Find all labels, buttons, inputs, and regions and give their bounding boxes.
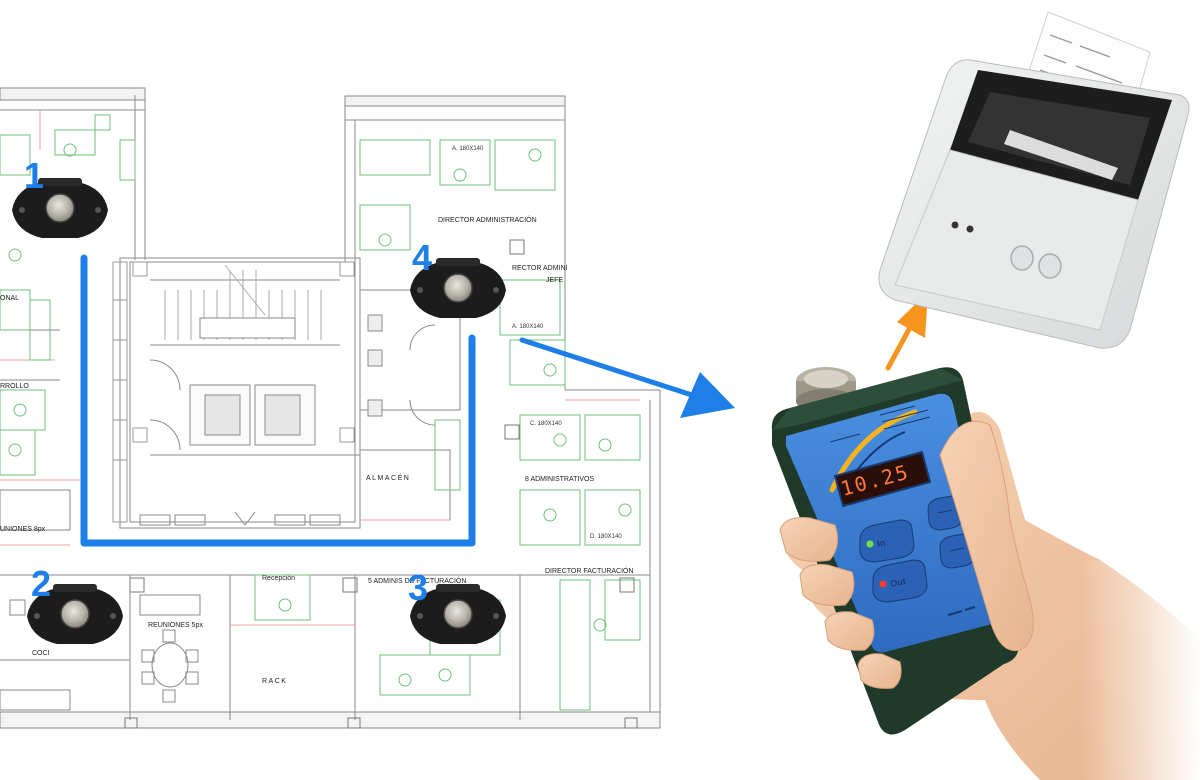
reader-out-label: Out xyxy=(889,576,906,589)
checkpoint-2: 2 xyxy=(27,563,123,644)
checkpoint-2-number: 2 xyxy=(31,563,51,604)
room-rack: RACK xyxy=(262,678,287,685)
desk-label-a2: A. 180X140 xyxy=(512,324,544,330)
reader-in-label: In xyxy=(876,538,886,549)
desk-label-a1: A. 180X140 xyxy=(452,146,484,152)
desk-label-d1: D. 180X140 xyxy=(590,534,622,540)
floor-plan xyxy=(0,87,661,729)
checkpoint-1-number: 1 xyxy=(24,155,44,196)
reader-out-button[interactable]: Out xyxy=(872,559,928,603)
floor-plan-labels: DIRECTOR ADMINISTRACIÓN RECTOR ADMINI JE… xyxy=(0,146,634,685)
checkpoint-3: 3 xyxy=(408,567,506,644)
room-admin-facturacion: 5 ADMINIS DE FACTURACIÓN xyxy=(368,576,466,585)
patrol-route-line xyxy=(80,254,476,547)
printer xyxy=(878,11,1190,349)
room-rector-admin: RECTOR ADMINI xyxy=(512,265,568,272)
blue-arrow xyxy=(519,337,735,418)
room-cocina: COCI xyxy=(32,650,50,657)
room-almacen: ALMACÉN xyxy=(366,473,410,482)
hand-fingers xyxy=(779,420,1034,689)
checkpoint-4: 4 xyxy=(410,237,506,318)
room-reuniones-left: UNIONES 8px xyxy=(0,526,46,533)
checkpoint-4-number: 4 xyxy=(412,237,432,278)
reader-in-button[interactable]: In xyxy=(859,519,915,563)
desk-label-c1: C. 180X140 xyxy=(530,421,562,427)
checkpoint-1: 1 xyxy=(12,155,108,238)
room-administrativos: 8 ADMINISTRATIVOS xyxy=(525,476,594,483)
checkpoint-3-number: 3 xyxy=(408,567,428,608)
room-rector-admin-sub: JEFE xyxy=(546,277,563,284)
room-recepcion: Recepción xyxy=(262,575,295,582)
room-director-administracion: DIRECTOR ADMINISTRACIÓN xyxy=(438,215,537,224)
room-desarrollo: RROLLO xyxy=(0,383,29,390)
room-director-facturacion: DIRECTOR FACTURACIÓN xyxy=(545,566,634,575)
room-reuniones: REUNIONES 5px xyxy=(148,622,203,629)
room-comercial: ONAL xyxy=(0,295,19,302)
reader-logo xyxy=(947,606,976,616)
